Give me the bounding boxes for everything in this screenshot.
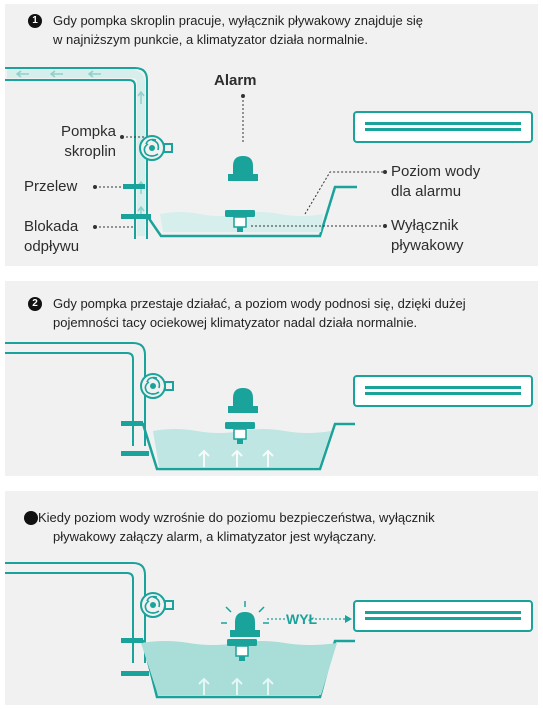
drain-pipe xyxy=(5,562,146,663)
alarm-beacon-icon xyxy=(228,388,258,413)
air-conditioner-icon xyxy=(353,375,533,407)
off-label: WYŁ xyxy=(286,611,318,627)
step-3-caption-line-2: pływakowy załączy alarm, a klimatyzator … xyxy=(53,529,377,544)
condensate-pump-icon xyxy=(139,135,173,161)
step-2-caption-line-2: pojemności tacy ociekowej klimatyzator n… xyxy=(53,315,418,330)
step-2-caption-line-1: Gdy pompka przestaje działać, a poziom w… xyxy=(53,296,466,311)
alarm-level-label-line-2: dla alarmu xyxy=(391,183,462,200)
step-1-caption-line-2: w najniższym punkcie, a klimatyzator dzi… xyxy=(53,32,369,47)
float-switch-label-line-2: pływakowy xyxy=(391,237,464,254)
overflow-pipe xyxy=(123,184,145,189)
air-conditioner-icon xyxy=(353,111,533,143)
drip-tray xyxy=(121,421,355,471)
float-switch-icon xyxy=(227,639,257,661)
step-1-diagram xyxy=(5,67,533,239)
drip-tray xyxy=(121,638,355,699)
air-conditioner-icon xyxy=(353,600,533,632)
alarm-beacon-icon xyxy=(228,94,258,181)
overflow-label: Przelew xyxy=(24,178,78,195)
off-signal-arrow xyxy=(267,615,352,623)
pump-label-line-1: Pompka xyxy=(60,123,116,140)
step-2-number: 2 xyxy=(28,297,42,311)
float-switch-icon xyxy=(225,210,255,232)
condensate-pump-icon xyxy=(140,373,174,399)
pump-label-line-2: skroplin xyxy=(64,143,116,160)
step-1-number: 1 xyxy=(28,14,42,28)
drain-pipe xyxy=(5,342,146,446)
step-3-diagram xyxy=(5,562,533,699)
rising-water-arrows xyxy=(198,677,274,695)
alarm-label: Alarm xyxy=(214,72,257,89)
float-switch-icon xyxy=(225,422,255,444)
leader-lines xyxy=(95,136,385,228)
drain-plug-label-line-1: Blokada xyxy=(24,218,79,235)
step-1-panel: 1 Gdy pompka skroplin pracuje, wyłącznik… xyxy=(5,4,538,266)
step-3-panel: Kiedy poziom wody wzrośnie do poziomu be… xyxy=(5,491,538,705)
drain-pipe xyxy=(5,67,148,239)
alarm-level-label-line-1: Poziom wody xyxy=(391,163,481,180)
rising-water-arrows xyxy=(198,449,274,467)
condensate-pump-icon xyxy=(140,592,174,618)
step-2-panel: 2 Gdy pompka przestaje działać, a poziom… xyxy=(5,281,538,476)
float-switch-label-line-1: Wyłącznik xyxy=(391,217,459,234)
step-3-caption-line-1: Kiedy poziom wody wzrośnie do poziomu be… xyxy=(38,510,435,525)
step-1-caption-line-1: Gdy pompka skroplin pracuje, wyłącznik p… xyxy=(53,13,423,28)
drain-plug-label-line-2: odpływu xyxy=(24,238,80,255)
alarm-beacon-active-icon xyxy=(221,601,269,637)
step-3-number xyxy=(24,511,38,525)
step-2-diagram xyxy=(5,342,533,471)
drain-plug xyxy=(121,214,151,219)
